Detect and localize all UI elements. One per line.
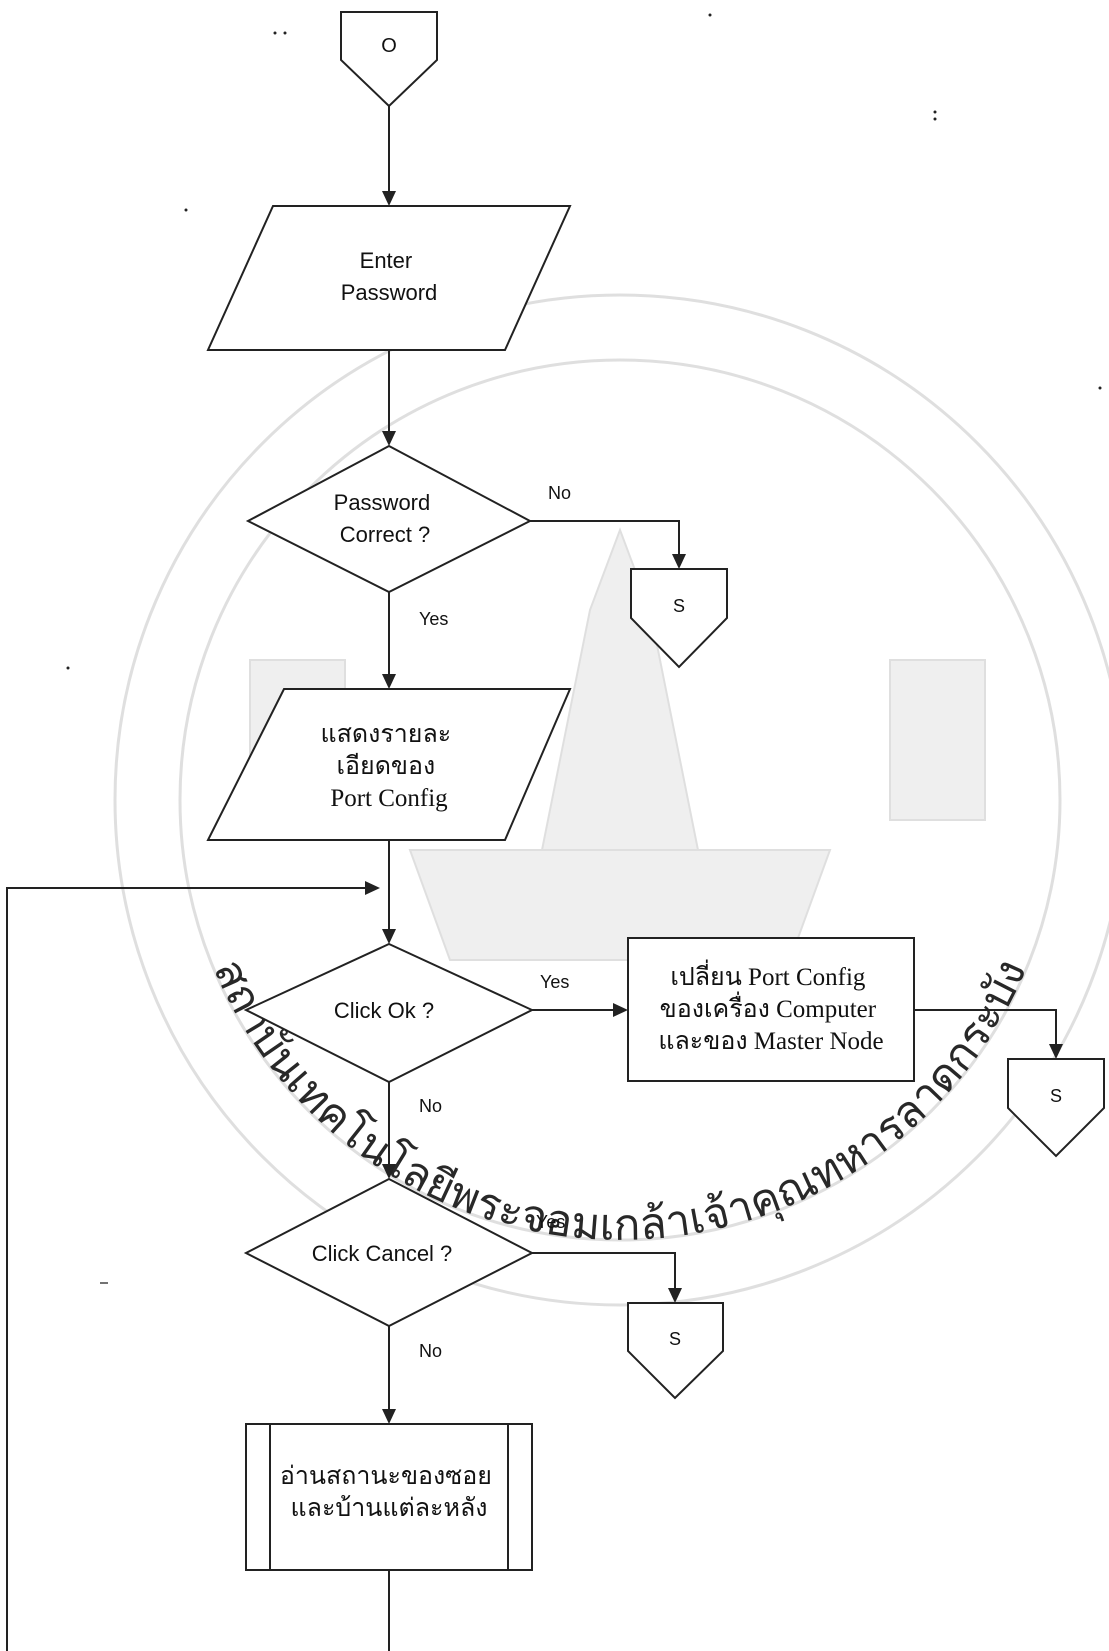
- password-correct-decision: Password Correct ?: [245, 444, 533, 594]
- password-correct-label: Password Correct ?: [334, 490, 437, 547]
- enter-password-step: Enter Password: [206, 205, 572, 351]
- arrowhead: [1049, 1044, 1063, 1059]
- read-status-step: อ่านสถานะของซอย และบ้านแต่ละหลัง: [245, 1423, 533, 1571]
- change-port-config-step: เปลี่ยน Port Config ของเครื่อง Computer …: [627, 937, 915, 1082]
- arrowhead: [613, 1003, 628, 1017]
- seal-inner-ring: [178, 358, 1062, 1242]
- password-no-label: No: [548, 483, 571, 503]
- arrowhead: [668, 1288, 682, 1303]
- after-cancel-connector-label: S: [669, 1329, 681, 1349]
- after-ok-connector-label: S: [1050, 1086, 1062, 1106]
- ok-yes-label: Yes: [540, 972, 569, 992]
- scan-dot: [283, 31, 287, 35]
- arrowhead: [382, 431, 396, 446]
- arrowheads: [365, 191, 1063, 1424]
- scan-dot: [933, 117, 937, 121]
- arrowhead: [382, 191, 396, 206]
- show-port-config-step: แสดงรายละ เอียดของ Port Config: [206, 688, 572, 841]
- cancel-yes-label: Yes: [536, 1212, 565, 1232]
- scan-dot: [933, 110, 937, 114]
- scan-dot: [66, 666, 70, 670]
- start-connector-label: O: [381, 35, 397, 57]
- arrowhead: [382, 674, 396, 689]
- arrowhead: [382, 1164, 396, 1179]
- click-ok-label: Click Ok ?: [334, 998, 434, 1023]
- click-cancel-decision: Click Cancel ?: [243, 1177, 535, 1328]
- click-ok-decision: Click Ok ?: [243, 942, 535, 1084]
- arrowhead: [382, 1409, 396, 1424]
- scan-dot: [1098, 386, 1102, 390]
- arrowhead: [365, 881, 380, 895]
- enter-password-label: Enter Password: [341, 248, 438, 305]
- scan-dot: [184, 208, 188, 212]
- show-port-config-label: แสดงรายละ เอียดของ Port Config: [321, 721, 458, 812]
- after-ok-connector: S: [1007, 1058, 1105, 1158]
- arrowhead: [382, 929, 396, 944]
- arrowhead: [672, 554, 686, 569]
- seal-right-tower: [889, 659, 986, 821]
- password-yes-label: Yes: [419, 609, 448, 629]
- click-cancel-label: Click Cancel ?: [312, 1241, 453, 1266]
- no-password-connector-label: S: [673, 596, 685, 616]
- scan-dot: [708, 13, 712, 17]
- start-connector: O: [340, 11, 438, 108]
- ok-no-label: No: [419, 1096, 442, 1116]
- cancel-no-label: No: [419, 1341, 442, 1361]
- after-cancel-connector: S: [627, 1302, 724, 1400]
- connector-lines: [6, 106, 1057, 1651]
- read-status-label: อ่านสถานะของซอย และบ้านแต่ละหลัง: [280, 1463, 498, 1522]
- scan-dot: [273, 31, 277, 35]
- change-port-config-label: เปลี่ยน Port Config ของเครื่อง Computer …: [658, 959, 883, 1055]
- seal-outer-ring: [113, 293, 1109, 1307]
- no-password-connector: S: [630, 568, 728, 669]
